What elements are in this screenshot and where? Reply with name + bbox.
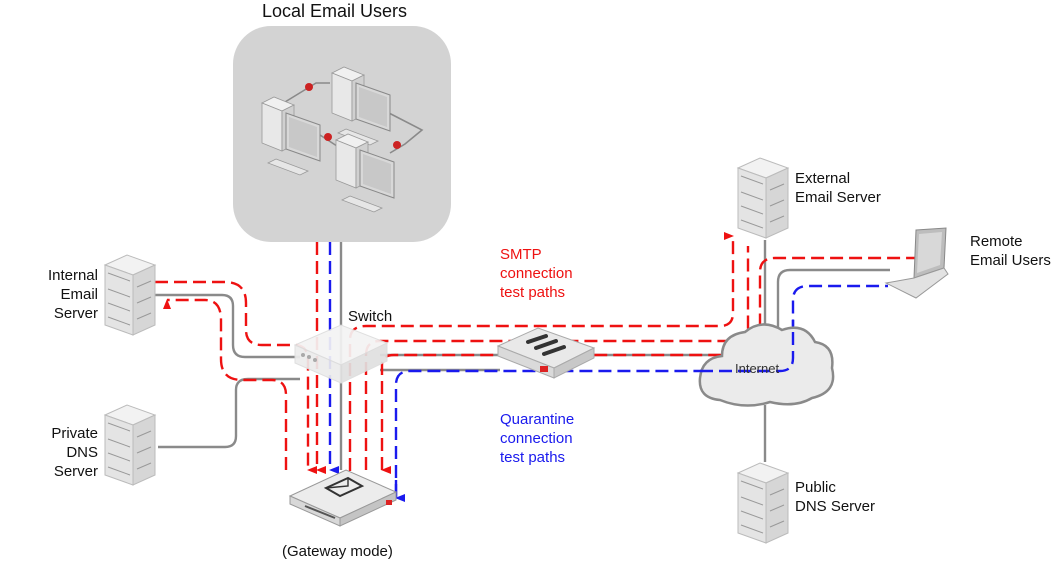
switch-device	[293, 324, 389, 384]
label-line: Email Server	[53, 286, 98, 322]
label-line: Quarantine	[500, 411, 575, 428]
private-dns-server-icon	[104, 404, 156, 486]
label-line: test paths	[500, 449, 566, 466]
label-line: Private	[51, 425, 98, 442]
lan-node	[324, 133, 332, 141]
internet-label: Internet	[735, 361, 780, 376]
lan-node	[305, 83, 313, 91]
public-dns-server-icon	[737, 462, 789, 544]
local-users-label: Local Email Users	[262, 1, 408, 21]
label-line: DNS Server	[53, 444, 98, 480]
label-line: Public	[795, 479, 836, 496]
label-line: test paths	[500, 284, 566, 301]
internal-server-label: Internal Email Server	[20, 266, 98, 323]
label-line: Internal	[47, 267, 98, 284]
external-server-label: External Email Server	[795, 169, 881, 207]
gateway-mode-label: (Gateway mode)	[282, 543, 393, 560]
label-line: connection	[500, 265, 573, 282]
label-line: External	[795, 170, 851, 187]
label-line: DNS Server	[795, 498, 876, 515]
firewall-device	[496, 327, 596, 379]
gateway-email-appliance	[288, 469, 398, 527]
laptop-icon	[884, 227, 949, 299]
private-dns-label: Private DNS Server	[20, 424, 98, 481]
label-line: Remote	[970, 233, 1023, 250]
quarantine-paths-label: Quarantine connection test paths	[500, 410, 574, 467]
public-dns-label: Public DNS Server	[795, 478, 875, 516]
lan-node	[393, 141, 401, 149]
label-line: Email Users	[970, 252, 1051, 269]
switch-label: Switch	[348, 308, 393, 325]
internal-email-server-icon	[104, 254, 156, 336]
internet-cloud-icon	[698, 323, 835, 407]
smtp-paths-label: SMTP connection test paths	[500, 245, 573, 302]
label-line: connection	[500, 430, 573, 447]
label-line: Email Server	[795, 189, 881, 206]
label-line: SMTP	[500, 246, 542, 263]
external-email-server-icon	[737, 157, 789, 239]
remote-users-label: Remote Email Users	[970, 232, 1051, 270]
